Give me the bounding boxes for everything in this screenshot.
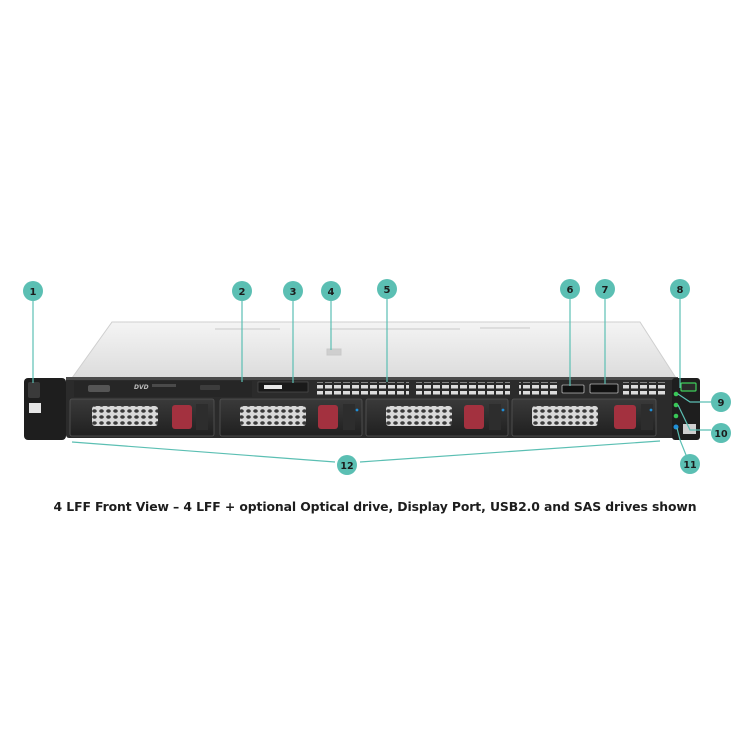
drive-latch-2: [318, 405, 338, 429]
drive-bay-2: [219, 398, 363, 437]
front-vent-3: [519, 382, 559, 395]
callout-9: 9: [711, 392, 731, 412]
svg-text:4: 4: [328, 287, 335, 298]
callout-3: 3: [283, 281, 303, 301]
callout-leaders: [32, 299, 711, 463]
health-led: [673, 391, 679, 397]
svg-text:9: 9: [718, 398, 725, 409]
callout-2: 2: [232, 281, 252, 301]
drive-latch-4: [614, 405, 636, 429]
front-vent-1: [317, 382, 409, 395]
chassis-top: [71, 321, 677, 379]
usb-port: [589, 383, 619, 394]
drive-bay-4: [511, 398, 657, 437]
callout-5: 5: [377, 279, 397, 299]
display-port: [561, 384, 585, 394]
svg-text:5: 5: [384, 285, 391, 296]
callout-1: 1: [23, 281, 43, 301]
callout-4: 4: [321, 281, 341, 301]
svg-text:10: 10: [714, 429, 728, 440]
nic-led: [673, 402, 679, 408]
optical-drive-label: DVD: [134, 384, 149, 391]
drive-bay-1: [69, 398, 215, 437]
front-vent-4: [623, 382, 665, 395]
power-led: [673, 413, 679, 419]
callout-6: 6: [560, 279, 580, 299]
svg-text:12: 12: [340, 461, 353, 472]
svg-text:6: 6: [567, 285, 574, 296]
serial-label-tab: [257, 381, 309, 393]
svg-text:1: 1: [30, 287, 37, 298]
drive-latch-1: [172, 405, 192, 429]
callout-11: 11: [680, 454, 700, 474]
figure-caption: 4 LFF Front View – 4 LFF + optional Opti…: [53, 499, 697, 514]
callout-10: 10: [711, 423, 731, 443]
drive-bay-3: [365, 398, 509, 437]
callout-8: 8: [670, 279, 690, 299]
drive-latch-3: [464, 405, 484, 429]
svg-text:11: 11: [683, 460, 696, 471]
svg-text:8: 8: [677, 285, 684, 296]
svg-text:2: 2: [239, 287, 246, 298]
svg-text:7: 7: [602, 285, 609, 296]
uid-button: [680, 382, 697, 392]
svg-text:3: 3: [290, 287, 297, 298]
callout-12: 12: [337, 455, 357, 475]
chassis-top-markings: [215, 327, 530, 356]
callout-7: 7: [595, 279, 615, 299]
front-vent-2: [416, 382, 510, 395]
